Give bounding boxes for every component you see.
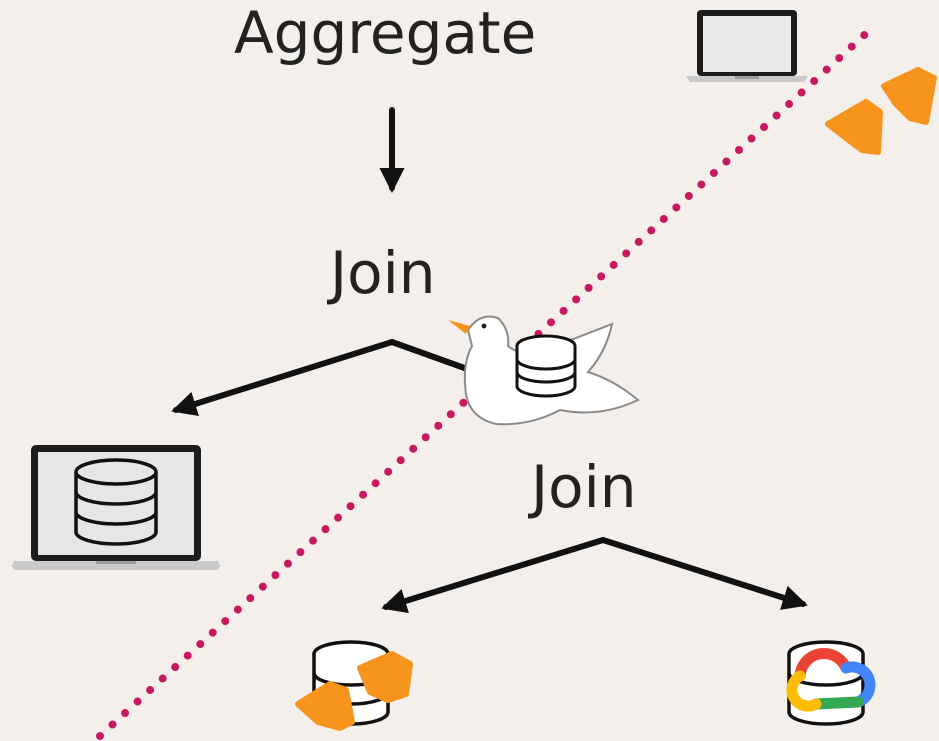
arrow-join-to-join [389,339,473,373]
duck-feet-icon [295,651,413,731]
arrow-join-to-laptop [171,339,395,416]
laptop-icon [686,10,808,82]
join-node-label-top: Join [330,239,436,307]
google-cloud-database-icon [786,640,876,726]
arrow-join-to-database [381,537,606,614]
join-node-label-bottom: Join [531,453,637,521]
duck-feet-icon [825,67,937,155]
laptop-database-icon [12,445,220,570]
arrow-join-to-cloud [600,537,808,610]
database-icon [295,640,413,731]
flying-duck-icon [448,315,640,426]
aggregate-node-label: Aggregate [234,0,537,67]
arrows [171,107,808,614]
